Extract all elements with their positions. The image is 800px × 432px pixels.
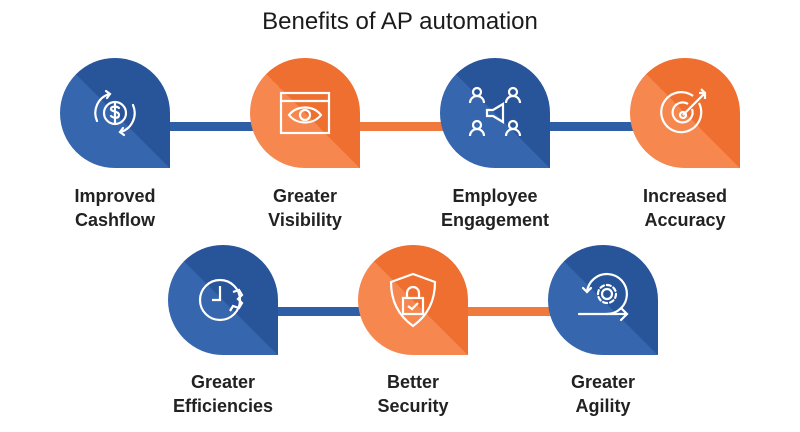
benefit-node-increased-accuracy — [630, 58, 740, 168]
page-title: Benefits of AP automation — [262, 8, 538, 35]
benefit-node-improved-cashflow — [60, 58, 170, 168]
benefit-node-greater-visibility — [250, 58, 360, 168]
connector — [355, 122, 445, 131]
dollar-cycle-icon — [94, 89, 136, 137]
benefit-node-greater-agility — [548, 245, 658, 355]
browser-eye-icon — [279, 91, 331, 135]
connector — [273, 307, 363, 316]
connector — [165, 122, 255, 131]
clock-gear-icon — [198, 278, 244, 322]
benefit-node-employee-engagement — [440, 58, 550, 168]
connector — [463, 307, 553, 316]
benefit-node-greater-efficiencies — [168, 245, 278, 355]
team-megaphone-icon — [468, 86, 522, 137]
benefit-node-better-security — [358, 245, 468, 355]
shield-lock-icon — [389, 272, 437, 328]
connector — [545, 122, 635, 131]
target-arrow-icon — [660, 88, 707, 134]
gear-cycle-arrow-icon — [577, 272, 629, 322]
